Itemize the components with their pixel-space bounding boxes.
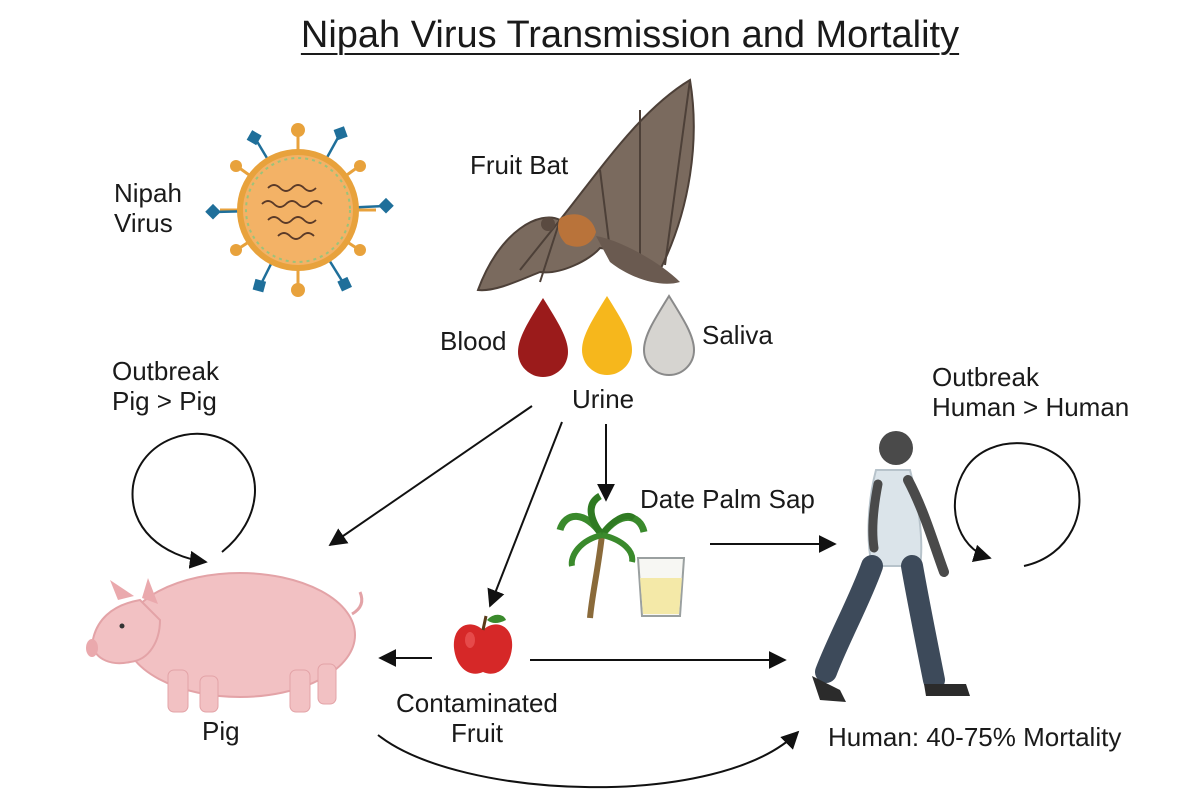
arrow-pig-to-human: [377, 730, 800, 789]
contaminated-fruit-label: Contaminated Fruit: [396, 688, 558, 748]
nipah-virus-icon: [205, 123, 394, 297]
arrow-bat-to-fruit: [487, 421, 563, 608]
blood-drop-icon: [518, 298, 568, 377]
blood-label: Blood: [440, 326, 507, 356]
human-icon: [812, 431, 970, 702]
human-outbreak-loop-arrow: [953, 442, 1081, 567]
outbreak-human-label-line1: Outbreak: [932, 362, 1039, 392]
human-mortality-label: Human: 40-75% Mortality: [828, 722, 1122, 752]
arrow-bat-to-pig: [328, 405, 533, 547]
outbreak-human-label-line2: Human > Human: [932, 392, 1130, 422]
pig-icon: [86, 572, 364, 713]
urine-drop-icon: [582, 296, 632, 375]
fruit-bat-label: Fruit Bat: [470, 150, 569, 180]
nipah-virus-label-line1: Nipah: [114, 178, 182, 208]
palm-tree-icon: [556, 492, 648, 619]
contaminated-fruit-label-line1: Contaminated: [396, 688, 558, 718]
fruit-bat-icon: [476, 78, 695, 292]
nipah-virus-label-line2: Virus: [114, 208, 173, 238]
outbreak-pig-label: Outbreak Pig > Pig: [112, 356, 219, 416]
contaminated-fruit-icon: [453, 614, 513, 674]
diagram-title: Nipah Virus Transmission and Mortality: [300, 14, 960, 56]
contaminated-fruit-label-line2: Fruit: [450, 718, 503, 748]
pig-outbreak-loop-arrow: [131, 432, 256, 569]
outbreak-pig-label-line2: Pig > Pig: [112, 386, 217, 416]
saliva-label: Saliva: [702, 320, 773, 350]
outbreak-human-label: Outbreak Human > Human: [932, 362, 1129, 422]
date-palm-sap-glass-icon: [636, 557, 686, 617]
saliva-drop-icon: [642, 294, 696, 376]
nipah-virus-label: Nipah Virus: [114, 178, 182, 238]
date-palm-sap-label: Date Palm Sap: [640, 484, 815, 514]
pig-label: Pig: [202, 716, 240, 746]
urine-label: Urine: [572, 384, 635, 414]
outbreak-pig-label-line1: Outbreak: [112, 356, 219, 386]
